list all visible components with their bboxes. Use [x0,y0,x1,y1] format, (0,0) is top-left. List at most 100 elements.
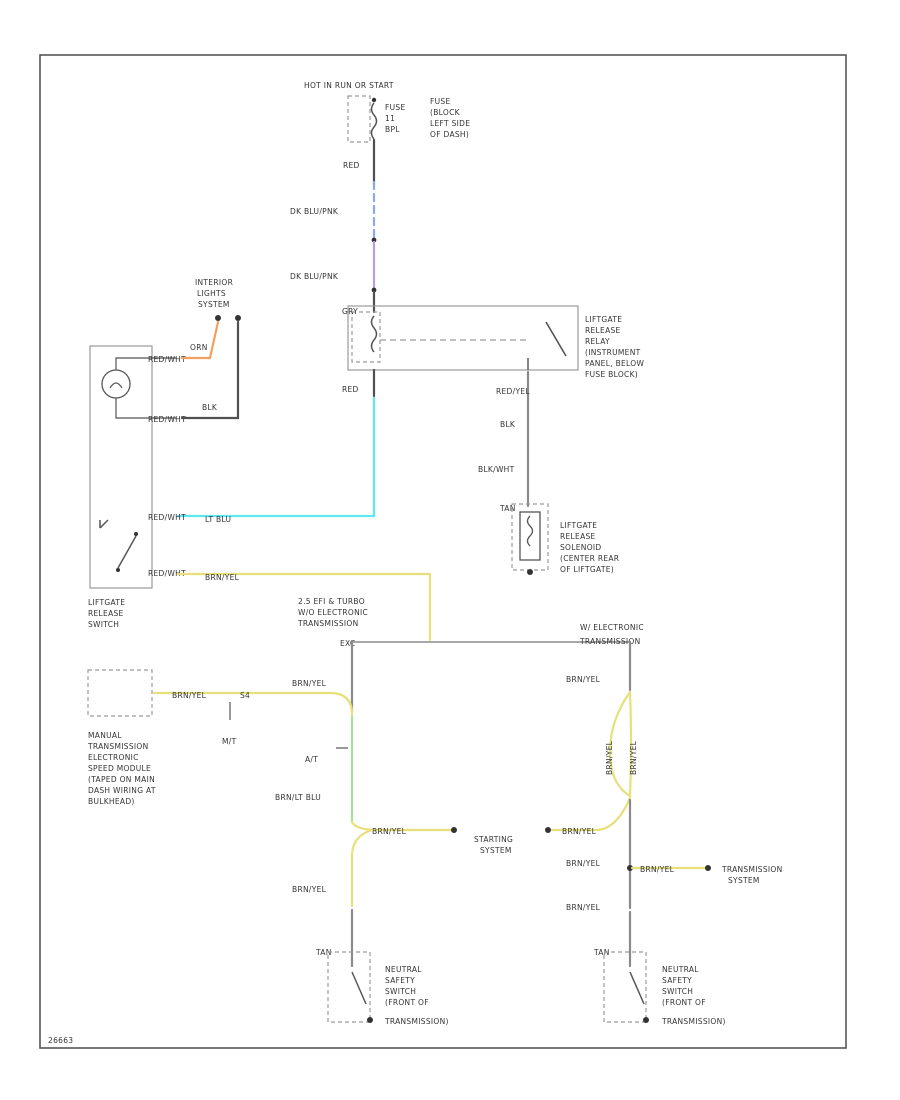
interior-lights-terminal-1 [215,315,221,321]
branch-left-label-4: EXC [340,639,355,648]
wire-left-lower [350,828,374,908]
wire-tan-label: TAN [499,504,516,513]
switch-lamp-filament [109,382,123,389]
wire-brn-yel-mt-label: BRN/YEL [172,691,207,700]
wire-brn-yel-v2-label: BRN/YEL [629,740,638,775]
nss-left-label-1: NEUTRAL [385,965,422,974]
interior-lights-terminal-2 [235,315,241,321]
fuse-id-label-2: 11 [385,114,395,123]
nss-left-label-4: (FRONT OF [385,998,429,1007]
nss-right-label-5: TRANSMISSION) [661,1017,726,1026]
wire-brn-lt-blu-label: BRN/LT BLU [275,793,321,802]
switch-terminal-b [116,568,120,572]
connector-dot-2 [371,287,377,293]
branch-left-label-3: TRANSMISSION [297,619,359,628]
figure-id: 26663 [48,1036,73,1045]
branch-left-label-2: W/O ELECTRONIC [298,608,368,617]
relay-pin-top-label: GRY [342,307,358,316]
interior-lights-label-1: INTERIOR [195,278,233,287]
solenoid-ground [527,569,533,575]
wire-blk-mid-label: BLK [500,420,516,429]
liftgate-switch-label-2: RELEASE [88,609,124,618]
relay-box [347,305,579,371]
nss-left-outline [327,951,371,1023]
transmission-junction [627,865,633,871]
wire-brn-yel-start-right-label: BRN/YEL [562,827,597,836]
manual-trans-label-1: MANUAL [88,731,122,740]
wire-brn-yel-r2-label: BRN/YEL [566,859,601,868]
solenoid-name-4: (CENTER REAR [560,554,619,563]
starting-label-1: STARTING [474,835,513,844]
fuse-block-outline [347,95,371,143]
wire-brn-yel-lower-right-label: BRN/YEL [566,903,601,912]
manual-trans-label-2: TRANSMISSION [87,742,149,751]
sw-pin-label-3: RED/WHT [148,513,186,522]
wire-red-top-label: RED [343,161,360,170]
wire-right-loop-a [608,690,632,798]
interior-lights-label-3: SYSTEM [198,300,230,309]
wire-blk-wht-label: BLK/WHT [478,465,515,474]
wire-lt-blu [176,396,376,518]
liftgate-switch-label-3: SWITCH [88,620,119,629]
hot-in-run-label: HOT IN RUN OR START [304,81,394,90]
solenoid-coil [526,515,534,547]
wire-brn-yel-start-right [550,796,632,832]
wire-orn-label: ORN [190,343,208,352]
fuse-id-label-1: FUSE [385,103,406,112]
solenoid-name-2: RELEASE [560,532,596,541]
liftgate-switch-contact [99,519,137,569]
wire-blk [180,320,240,420]
wire-brn-yel-switch-label: BRN/YEL [205,573,240,582]
wire-dk-blu-pnk-label-2: DK BLU/PNK [290,272,339,281]
wire-brn-yel-trans-label: BRN/YEL [640,865,675,874]
branch-left-label-1: 2.5 EFI & TURBO [298,597,365,606]
solenoid-name-1: LIFTGATE [560,521,597,530]
relay-inner-outline [351,311,381,363]
fuse-id-label-3: BPL [385,125,400,134]
branch-right-label-2: TRANSMISSION [579,637,641,646]
relay-contact [545,321,567,357]
interior-lights-label-2: LIGHTS [197,289,226,298]
solenoid-body [519,511,541,561]
wire-brn-yel-left-label: BRN/YEL [292,679,327,688]
manual-trans-label-3: ELECTRONIC [88,753,139,762]
sw-pin-label-4: RED/WHT [148,569,186,578]
mt-tag-1: S4 [240,691,250,700]
nss-left-ground [367,1017,373,1023]
fuse-block-label-1: FUSE [430,97,451,106]
fuse-block-label-3: LEFT SIDE [430,119,470,128]
relay-name-1: LIFTGATE [585,315,622,324]
nss-left-label-5: TRANSMISSION) [384,1017,449,1026]
manual-trans-label-7: BULKHEAD) [88,797,135,806]
fuse-element [370,102,378,140]
transmission-label-1: TRANSMISSION [721,865,783,874]
liftgate-switch-label-1: LIFTGATE [88,598,125,607]
wire-brn-yel-mt [152,691,354,716]
wire-dk-blu-pnk-label-1: DK BLU/PNK [290,207,339,216]
manual-trans-label-4: SPEED MODULE [88,764,151,773]
wire-blk-label: BLK [202,403,218,412]
wire-red-yel-label: RED/YEL [496,387,530,396]
wire-orn [180,320,220,360]
fuse-block-label-4: OF DASH) [430,130,469,139]
branch-right-label-1: W/ ELECTRONIC [580,623,644,632]
relay-pin-bottom-label: RED [342,385,359,394]
relay-coil [370,315,378,353]
sw-pin-label-1: RED/WHT [148,355,186,364]
nss-right-contact [629,971,645,1005]
relay-name-6: FUSE BLOCK) [585,370,638,379]
nss-right-label-2: SAFETY [662,976,692,985]
starting-terminal-left [451,827,457,833]
nss-right-label-3: SWITCH [662,987,693,996]
wire-brn-yel-lower-left-label: BRN/YEL [292,885,327,894]
relay-name-2: RELEASE [585,326,621,335]
mt-tag-2: M/T [222,737,237,746]
at-tag: A/T [305,755,318,764]
wire-tan-right-label: TAN [593,948,610,957]
nss-left-label-3: SWITCH [385,987,416,996]
wire-right-loop-b [628,690,633,798]
wire-tan-left-label: TAN [315,948,332,957]
transmission-terminal [705,865,711,871]
fuse-terminal-top [371,97,377,103]
